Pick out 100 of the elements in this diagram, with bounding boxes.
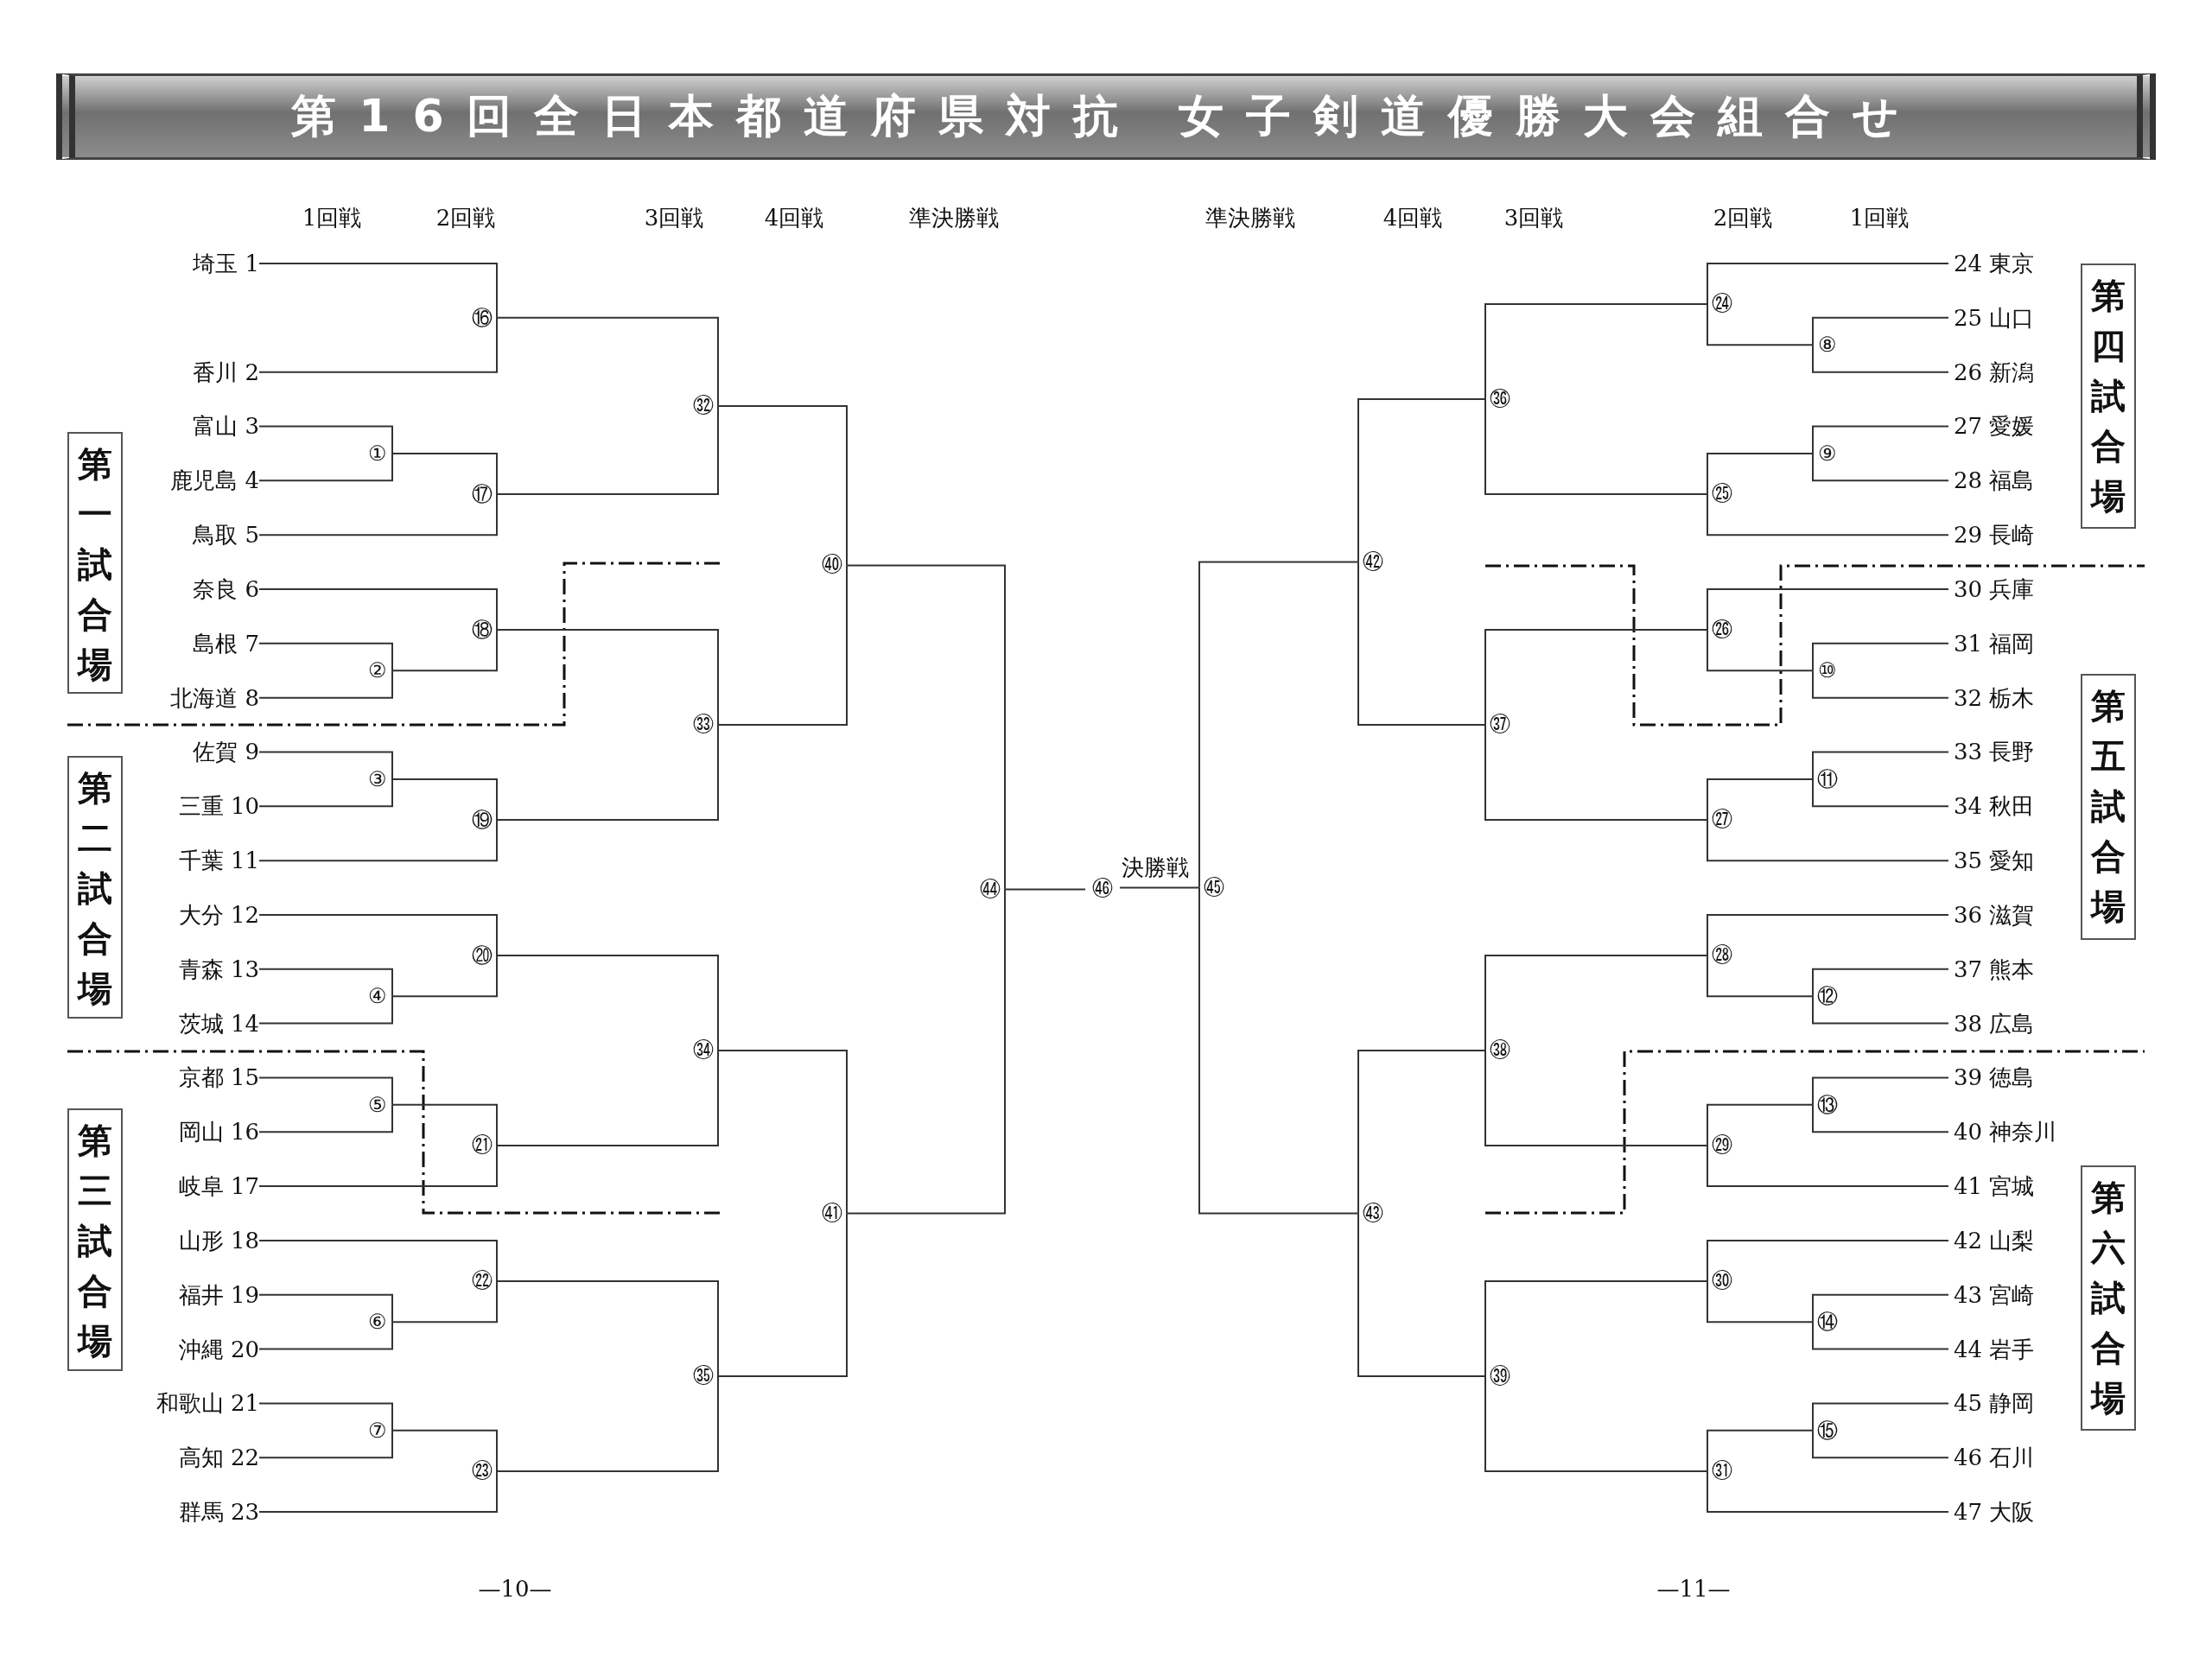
- match-number: ㊲: [1485, 711, 1515, 740]
- bracket-line: [1707, 1145, 1949, 1188]
- bracket-line: [258, 751, 393, 780]
- match-number: ④: [363, 982, 392, 1011]
- bracket-line: [717, 404, 848, 567]
- team-name: 福井 19: [138, 1279, 259, 1310]
- bracket-line: [1812, 1103, 1949, 1133]
- team-name: 岡山 16: [138, 1117, 259, 1147]
- team-name: 京都 15: [138, 1063, 259, 1093]
- team-name: 香川 2: [138, 357, 259, 387]
- bracket-line: [258, 1402, 393, 1432]
- match-number: ㊷: [1358, 548, 1388, 576]
- bracket-line: [1484, 1280, 1708, 1377]
- venue-box: 第一試合場: [67, 432, 123, 694]
- match-number: ⑭: [1813, 1308, 1842, 1336]
- bracket-line: [1707, 588, 1949, 632]
- match-number: ⑬: [1813, 1090, 1842, 1119]
- bracket-line: [717, 1212, 848, 1377]
- bracket-line: [258, 316, 498, 373]
- team-name: 群馬 23: [138, 1497, 259, 1527]
- bracket-line: [258, 1239, 498, 1283]
- match-number: ㉛: [1707, 1457, 1737, 1485]
- match-number: ㊵: [817, 551, 847, 580]
- match-number: ⑲: [467, 806, 497, 834]
- team-name: 36 滋賀: [1948, 899, 2075, 930]
- round-heading: 3回戦: [1503, 204, 1564, 232]
- final-label: 決勝戦: [1122, 854, 1189, 881]
- bracket-line: [1484, 1050, 1708, 1146]
- team-name: 千葉 11: [138, 846, 259, 876]
- match-number: ㉓: [467, 1457, 497, 1485]
- bracket-line: [1484, 398, 1708, 496]
- bracket-line: [496, 724, 719, 821]
- match-number: ⑩: [1813, 657, 1842, 685]
- page-number: —10—: [478, 1575, 552, 1603]
- bracket-line: [1707, 913, 1949, 957]
- match-number: ⑫: [1813, 982, 1842, 1011]
- bracket-line: [496, 1280, 719, 1377]
- bracket-line: [1118, 886, 1200, 890]
- bracket-line: [258, 588, 498, 632]
- bracket-line: [1357, 398, 1486, 563]
- bracket-line: [1812, 778, 1949, 808]
- bracket-line: [391, 1429, 498, 1472]
- round-heading: 2回戦: [435, 204, 496, 232]
- bracket-line: [1812, 452, 1949, 482]
- bracket-line: [258, 670, 393, 699]
- team-name: 27 愛媛: [1948, 411, 2075, 441]
- bracket-line: [496, 629, 719, 727]
- round-heading: 2回戦: [1713, 204, 1773, 232]
- bracket-line: [258, 1076, 393, 1106]
- team-name: 奈良 6: [138, 574, 259, 604]
- match-number: ⑨: [1813, 439, 1842, 467]
- team-name: 32 栃木: [1948, 682, 2075, 713]
- bracket-line: [1812, 316, 1949, 346]
- bracket-line: [1707, 263, 1949, 306]
- bracket-line: [1707, 819, 1949, 862]
- match-number: ㊹: [976, 875, 1005, 904]
- team-name: 35 愛知: [1948, 846, 2075, 876]
- bracket-line: [258, 913, 498, 957]
- team-name: 24 東京: [1948, 249, 2075, 278]
- bracket-line: [1484, 724, 1708, 821]
- match-number: ㉕: [1707, 480, 1737, 508]
- bracket-line: [1198, 886, 1359, 1215]
- team-name: 31 福岡: [1948, 628, 2075, 658]
- team-name: 45 静岡: [1948, 1388, 2075, 1419]
- bracket-line: [391, 1280, 498, 1324]
- match-number: ㉖: [1707, 616, 1737, 644]
- bracket-line: [258, 263, 498, 319]
- bracket-line: [496, 1050, 719, 1146]
- round-heading: 4回戦: [764, 204, 824, 232]
- team-name: 40 神奈川: [1948, 1117, 2075, 1147]
- bracket-line: [496, 316, 719, 407]
- match-number: ㉞: [689, 1037, 718, 1065]
- team-name: 25 山口: [1948, 302, 2075, 333]
- team-name: 44 岩手: [1948, 1334, 2075, 1364]
- bracket-line: [391, 778, 498, 821]
- bracket-line: [391, 955, 498, 998]
- bracket-line: [258, 1429, 393, 1459]
- bracket-line: [1812, 1321, 1949, 1350]
- bracket-line: [258, 1321, 393, 1350]
- venue-box: 第四試合場: [2081, 263, 2136, 529]
- bracket-line: [496, 955, 719, 1052]
- team-name: 三重 10: [138, 791, 259, 822]
- match-number: ㊺: [1199, 873, 1229, 902]
- match-number: ③: [363, 765, 392, 793]
- team-name: 岐阜 17: [138, 1171, 259, 1202]
- bracket-line: [717, 564, 848, 727]
- team-name: 高知 22: [138, 1443, 259, 1473]
- bracket-line: [258, 493, 498, 536]
- bracket-line: [1484, 1375, 1708, 1472]
- page-number: —11—: [1656, 1575, 1731, 1603]
- bracket-line: [1707, 1280, 1814, 1324]
- team-name: 26 新潟: [1948, 357, 2075, 387]
- round-heading: 準決勝戦: [1205, 204, 1295, 232]
- bracket-line: [496, 1375, 719, 1472]
- bracket-line: [1812, 344, 1949, 373]
- bracket-line: [1357, 1212, 1486, 1377]
- team-name: 大分 12: [138, 899, 259, 930]
- team-name: 山形 18: [138, 1225, 259, 1255]
- bracket-line: [1812, 642, 1949, 672]
- bracket-line: [1707, 629, 1814, 672]
